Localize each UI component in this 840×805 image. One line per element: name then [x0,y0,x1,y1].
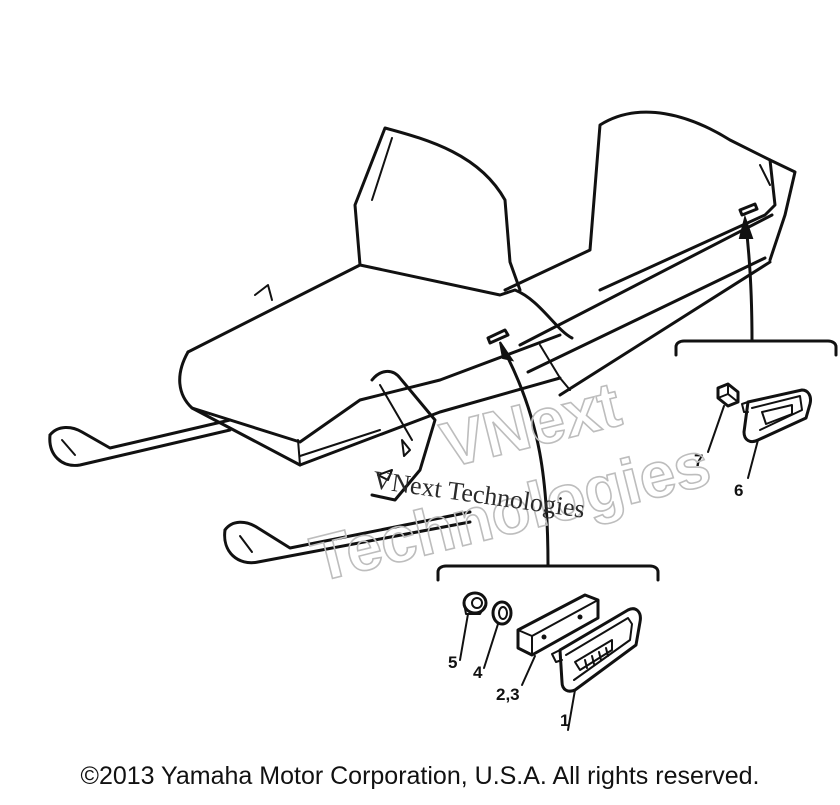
side-marker-lamp-part-1 [551,607,642,731]
watermark: VNext Technologies VNext Technologies [303,367,718,596]
callout-part-5: 5 [448,653,457,672]
callout-part-7: 7 [694,451,703,470]
callout-part-2-3: 2,3 [496,685,520,704]
socket-part-7 [707,382,740,453]
side-marker-lamp-part-6 [741,388,812,479]
gasket-part-2-3 [516,593,600,686]
snowmobile-drawing [48,110,797,565]
callout-part-1: 1 [560,711,569,730]
copyright-notice: ©2013 Yamaha Motor Corporation, U.S.A. A… [80,762,760,790]
callout-part-4: 4 [473,663,483,682]
nut-part-5 [459,591,488,661]
washer-part-4 [483,600,513,669]
callout-part-6: 6 [734,481,743,500]
rear-marker-assembly: 7 6 [674,214,838,500]
front-marker-assembly: 5 4 2,3 1 [436,341,660,731]
